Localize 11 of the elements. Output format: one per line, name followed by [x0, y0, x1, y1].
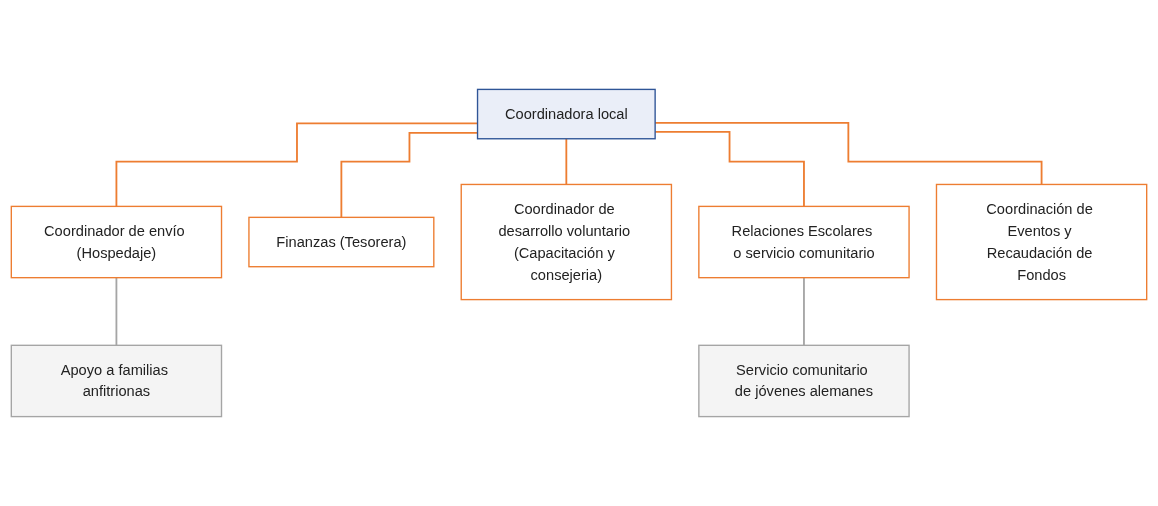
- connector: [115, 276, 118, 347]
- node-box: Coordinador de envío (Hospedaje): [10, 205, 223, 279]
- node-box: Finanzas (Tesorera): [248, 216, 435, 268]
- node-box: Coordinación de Eventos y Recaudación de Fondos: [935, 183, 1148, 301]
- connector: [565, 137, 568, 186]
- connector: [803, 276, 805, 347]
- node-box: Relaciones Escolares o servicio comunitario: [698, 205, 910, 279]
- node-box: Apoyo a familias anfitrionas: [10, 344, 223, 418]
- node-box: Servicio comunitario de jóvenes alemanes: [698, 344, 910, 418]
- node-box: Coordinadora local: [476, 88, 656, 140]
- node-box: Coordinador de desarrollo voluntario (Capacitación y consejeria): [460, 183, 673, 301]
